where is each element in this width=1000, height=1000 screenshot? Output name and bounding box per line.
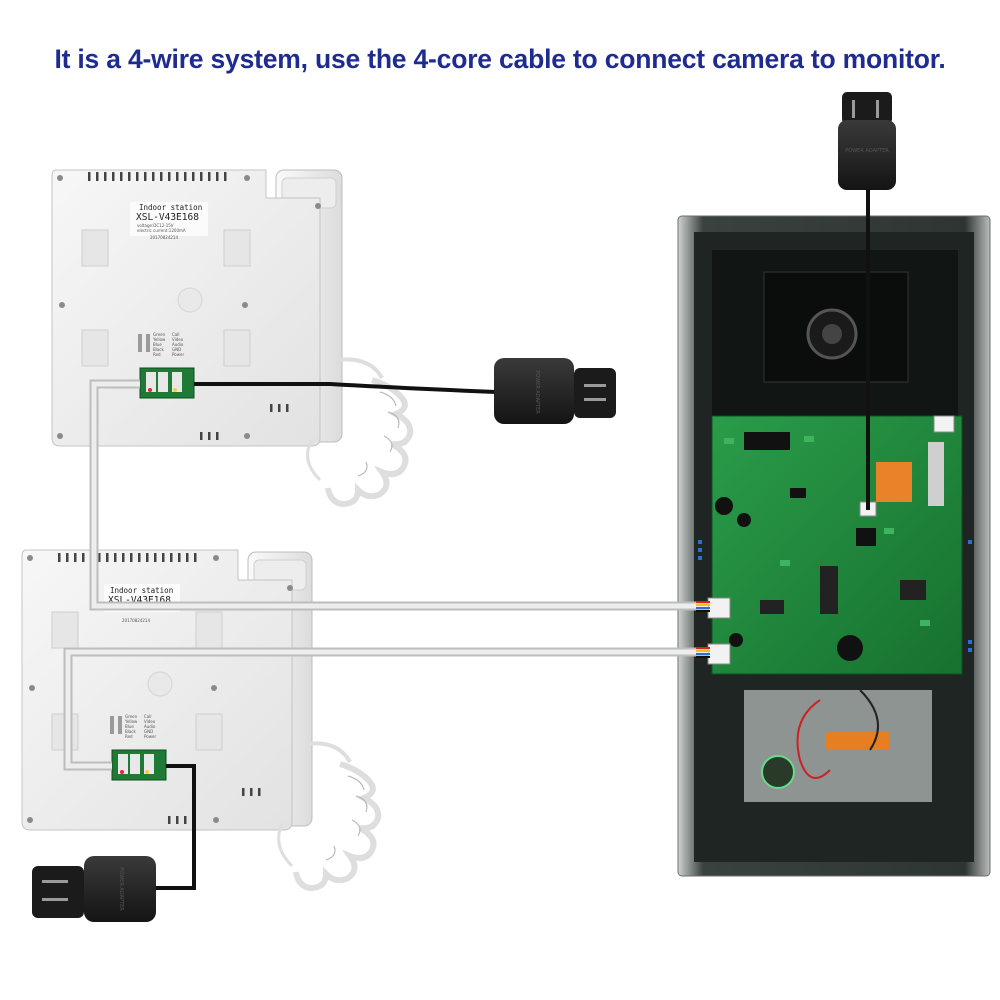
monitor-1-label-serial: 20170824214: [150, 235, 178, 240]
legend-1-call: Call: [172, 332, 179, 337]
four-core-cable-1: [89, 379, 708, 611]
power-adapter-camera: POWER ADAPTER: [838, 92, 896, 190]
coiled-cord-1: [306, 357, 414, 508]
adapter-2-label: POWER ADAPTER: [118, 867, 124, 911]
adapter-3-label: POWER ADAPTER: [845, 148, 889, 154]
monitor-1-label-model: XSL-V43E168: [136, 212, 199, 223]
legend-1-blue: Blue: [153, 342, 162, 347]
legend-2-green: Green: [125, 714, 138, 719]
monitor-2-terminal-block: [111, 749, 167, 781]
legend-1-video: Video: [172, 337, 184, 342]
monitor-2-label-serial: 20170824214: [122, 618, 150, 623]
legend-1-red: Red: [153, 352, 161, 357]
legend-2-power: Power: [144, 734, 156, 739]
monitor-1-label-current: electric current:1200mA: [137, 228, 186, 233]
camera-pcb: [707, 415, 963, 675]
monitor-2-label-model: XSL-V43E168: [108, 595, 171, 606]
legend-1-black: Black: [153, 347, 165, 352]
monitor-2-wiring-legend: Green Call Yellow Video Blue Audio Black…: [110, 714, 156, 739]
adapter-1-label: POWER ADAPTER: [534, 370, 540, 414]
legend-2-blue: Blue: [125, 724, 134, 729]
monitor-1-label-voltage: voltage:DC12-15V: [137, 223, 174, 228]
power-adapter-monitor-1: POWER ADAPTER: [494, 358, 616, 424]
power-adapter-monitor-2: POWER ADAPTER: [32, 856, 156, 922]
outdoor-camera-unit: [677, 215, 991, 877]
legend-2-audio: Audio: [144, 724, 156, 729]
power-lead-monitor-2: [150, 764, 196, 890]
legend-1-audio: Audio: [172, 342, 184, 347]
legend-1-gnd: GND: [172, 347, 181, 352]
legend-2-black: Black: [125, 729, 137, 734]
legend-1-yellow: Yellow: [152, 337, 166, 342]
legend-2-video: Video: [144, 719, 156, 724]
power-lead-monitor-1: [194, 382, 497, 394]
indoor-monitor-2: Indoor station XSL-V43E168 20170824214 G…: [21, 549, 382, 892]
legend-2-red: Red: [125, 734, 133, 739]
legend-2-yellow: Yellow: [124, 719, 138, 724]
coiled-cord-2: [277, 741, 382, 892]
legend-2-call: Call: [144, 714, 151, 719]
legend-2-gnd: GND: [144, 729, 153, 734]
monitor-2-label-title: Indoor station: [110, 586, 173, 595]
indoor-monitor-1: Indoor station XSL-V43E168 voltage:DC12-…: [51, 169, 414, 508]
headline: It is a 4-wire system, use the 4-core ca…: [54, 44, 946, 74]
monitor-1-label-title: Indoor station: [139, 203, 202, 212]
monitor-1-terminal-block: [139, 367, 195, 399]
legend-1-power: Power: [172, 352, 184, 357]
monitor-1-wiring-legend: Green Call Yellow Video Blue Audio Black…: [138, 332, 184, 357]
legend-1-green: Green: [153, 332, 166, 337]
four-core-cable-2: [63, 647, 708, 771]
